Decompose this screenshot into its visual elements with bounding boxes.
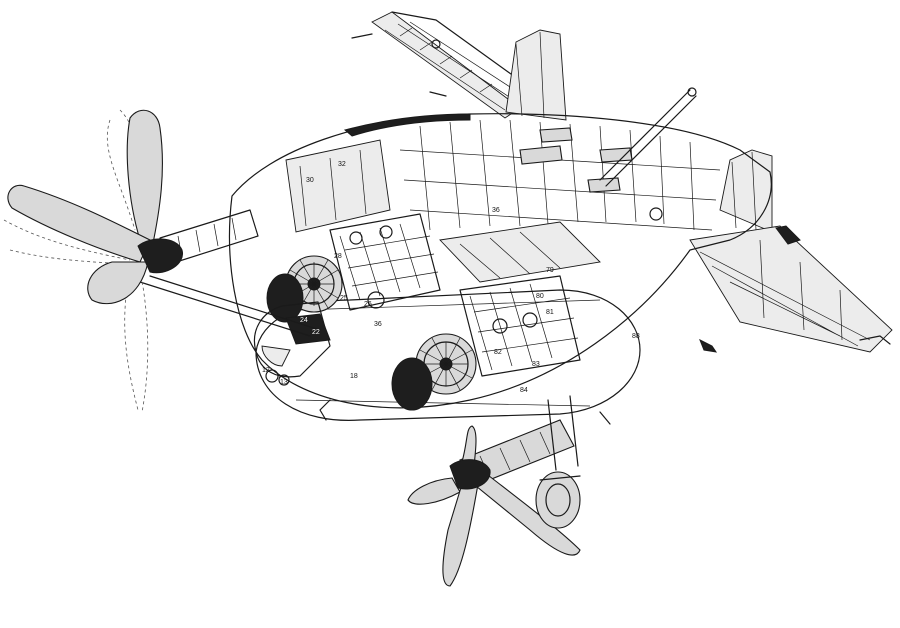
callout-28: 28 [334, 253, 342, 260]
callout-30: 30 [306, 177, 314, 184]
engine-one [266, 213, 441, 323]
callout-79: 79 [546, 267, 554, 274]
engine-two [391, 275, 581, 411]
tail-fins [505, 29, 773, 233]
callout-36-cabin: 36 [492, 207, 500, 214]
right-propeller [407, 425, 581, 587]
callout-26: 26 [364, 301, 372, 308]
left-propeller [3, 109, 183, 413]
callout-25: 25 [340, 295, 348, 302]
callout-24: 24 [300, 317, 308, 324]
callout-18: 18 [350, 373, 358, 380]
callout-82: 82 [494, 349, 502, 356]
wing-strut [599, 87, 697, 221]
callout-81: 81 [546, 309, 554, 316]
callout-labels: 30 32 28 25 26 24 22 12 13 18 36 36 79 8… [262, 161, 640, 394]
callout-22: 22 [312, 329, 320, 336]
callout-13: 13 [280, 379, 288, 386]
callout-36-engine: 36 [374, 321, 382, 328]
callout-83: 83 [532, 361, 540, 368]
left-wing [689, 225, 893, 353]
landing-gear [535, 395, 581, 529]
callout-12: 12 [262, 367, 270, 374]
callout-84: 84 [520, 387, 528, 394]
callout-88: 88 [632, 333, 640, 340]
callout-32: 32 [338, 161, 346, 168]
cockpit-nose [253, 301, 331, 386]
callout-80: 80 [536, 293, 544, 300]
right-wing [351, 11, 541, 119]
fuselage [228, 113, 772, 409]
